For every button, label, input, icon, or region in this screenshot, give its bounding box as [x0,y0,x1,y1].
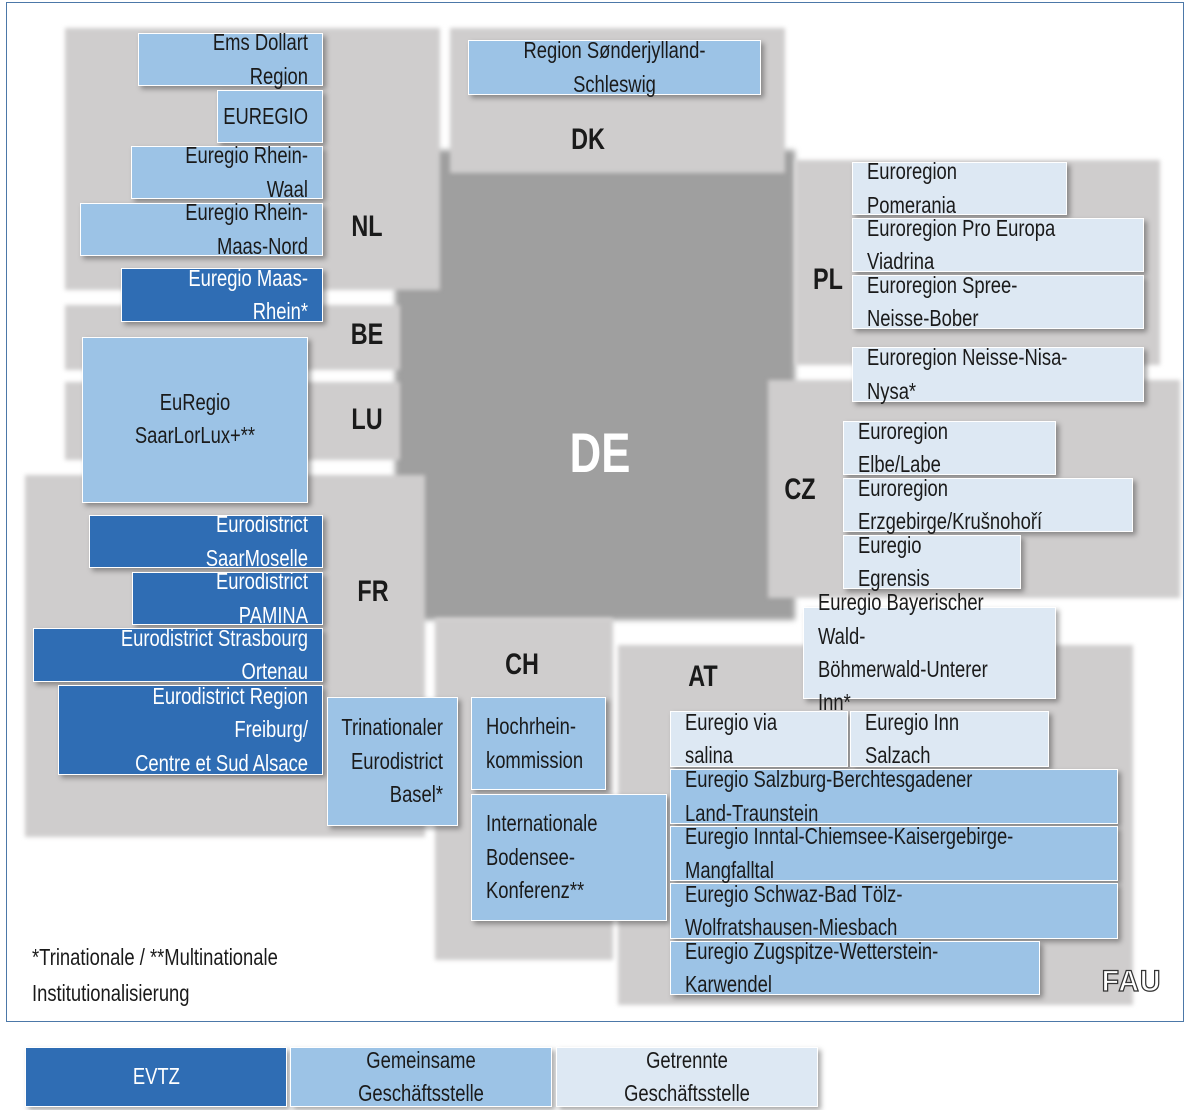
region-pomerania: Euroregion Pomerania [852,158,1067,218]
region-maas-rhein: Euregio Maas-Rhein* [121,265,323,324]
footnote: *Trinationale / **Multinationale Institu… [32,944,278,1006]
region-zugspitze: Euregio Zugspitze-Wetterstein-Karwendel [670,938,1040,997]
country-label-be: BE [350,318,384,351]
country-label-ch: CH [505,648,539,681]
country-label-cz: CZ [784,473,816,506]
fau-logo: FAU [1101,964,1162,998]
region-salzburg-berchtesgaden: Euregio Salzburg-Berchtesgadener Land-Tr… [670,766,1118,826]
region-basel: Trinationaler Eurodistrict Basel* [327,697,458,826]
country-label-nl: NL [351,210,383,243]
region-hochrhein: Hochrhein- kommission [471,697,606,790]
country-label-at: AT [688,660,718,693]
region-freiburg-alsace: Eurodistrict Region Freiburg/ Centre et … [58,683,323,776]
region-inn-salzach: Euregio Inn Salzach [850,709,1049,768]
country-label-dk: DK [571,123,605,156]
region-erzgebirge: Euroregion Erzgebirge/Krušnohoří [843,475,1133,534]
region-bayerischer-wald: Euregio Bayerischer Wald- Böhmerwald-Unt… [803,589,1056,715]
region-elbe-labe: Euroregion Elbe/Labe [843,418,1056,477]
region-via-salina: Euregio via salina [670,709,848,768]
region-bodensee: Internationale Bodensee- Konferenz** [471,794,667,921]
region-saarmoselle: Eurodistrict SaarMoselle [89,511,323,571]
country-label-lu: LU [351,403,383,436]
region-saarlorlux: EuRegio SaarLorLux+** [82,337,308,503]
country-label-de: DE [569,421,631,484]
region-sonderjylland-schleswig: Region Sønderjylland-Schleswig [468,37,761,97]
region-viadrina: Euroregion Pro Europa Viadrina [852,215,1144,274]
region-strasbourg-ortenau: Eurodistrict Strasbourg Ortenau [33,625,323,684]
legend-evtz: EVTZ [25,1047,287,1107]
region-rhein-maas-nord: Euregio Rhein-Maas-Nord [80,199,323,259]
zone-de [395,150,795,620]
region-schwaz-bad-toelz: Euregio Schwaz-Bad Tölz-Wolfratshausen-M… [670,881,1118,940]
region-spree-neisse-bober: Euroregion Spree-Neisse-Bober [852,272,1144,331]
region-ems-dollart: Ems Dollart Region [138,29,323,89]
region-pamina: Eurodistrict PAMINA [132,568,323,628]
legend-getrennte-geschaeftsstelle: Getrennte Geschäftsstelle [556,1047,818,1107]
region-rhein-waal: Euregio Rhein-Waal [131,142,323,202]
region-inntal-chiemsee: Euregio Inntal-Chiemsee-Kaisergebirge-Ma… [670,823,1118,883]
region-egrensis: Euregio Egrensis [843,532,1021,591]
legend-gemeinsame-geschaeftsstelle: Gemeinsame Geschäftsstelle [290,1047,552,1107]
country-label-pl: PL [813,263,843,296]
region-euregio: EUREGIO [217,90,323,143]
region-neisse-nisa-nysa: Euroregion Neisse-Nisa-Nysa* [852,344,1144,404]
country-label-fr: FR [357,575,389,608]
